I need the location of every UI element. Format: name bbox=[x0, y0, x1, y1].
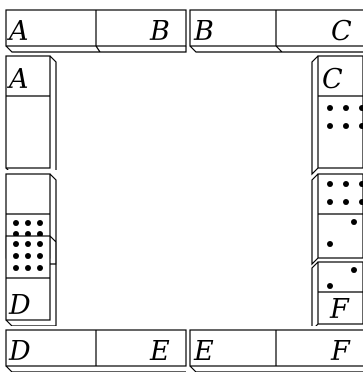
label-b: B bbox=[149, 16, 170, 47]
label-a: A bbox=[6, 16, 29, 47]
domino-top-2: B C bbox=[190, 10, 363, 52]
label-a: A bbox=[6, 64, 29, 95]
domino-top-1: A B bbox=[6, 10, 186, 52]
label-c: C bbox=[322, 64, 343, 95]
right-column: C F bbox=[310, 54, 363, 330]
label-e: E bbox=[193, 336, 214, 367]
label-e: E bbox=[149, 336, 170, 367]
domino-bottom-2: E F bbox=[190, 330, 363, 372]
label-d: D bbox=[8, 290, 31, 321]
label-b: B bbox=[193, 16, 214, 47]
label-f: F bbox=[330, 336, 351, 367]
label-d: D bbox=[8, 336, 31, 367]
domino-left-1: A bbox=[6, 56, 56, 174]
label-f: F bbox=[329, 294, 350, 325]
label-c: C bbox=[331, 16, 352, 47]
pips-six bbox=[13, 241, 43, 271]
